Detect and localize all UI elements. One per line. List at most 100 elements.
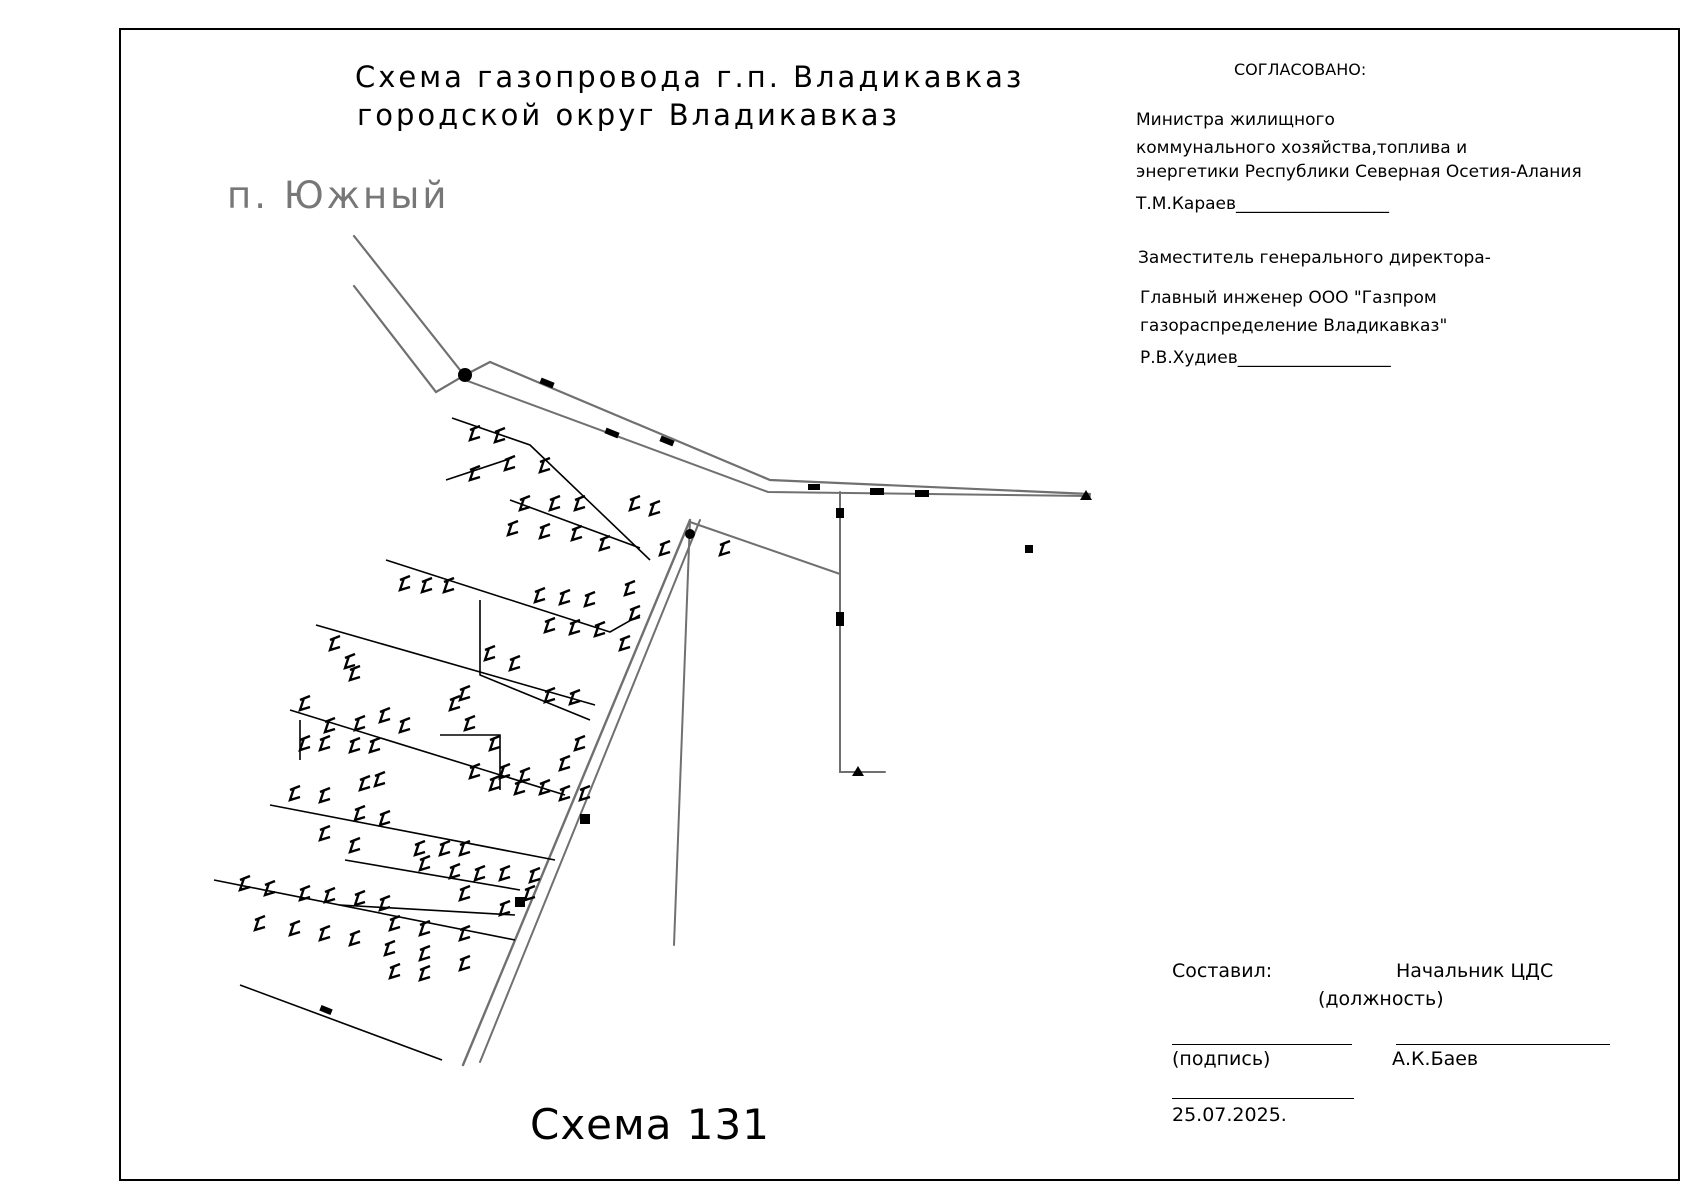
dist-line: [239, 984, 443, 1061]
dist-line: [509, 499, 641, 549]
house-connection-icon: [420, 576, 433, 594]
signature-underline: [1172, 1044, 1352, 1045]
house-connection-icon: [438, 839, 451, 857]
house-connection-icon: [648, 499, 661, 517]
house-connection-icon: [503, 454, 516, 472]
house-connection-icon: [498, 762, 511, 780]
distribution-lines: [213, 417, 651, 1061]
house-connection-icon: [508, 654, 521, 672]
terminal-marker-icon: [852, 766, 864, 776]
house-connection-icon: [353, 804, 366, 822]
chief-engineer-line2: газораспределение Владикавказ": [1140, 316, 1448, 336]
house-connection-icon: [618, 634, 631, 652]
main-pipe-east: [463, 360, 1092, 496]
pipe-fittings: [319, 368, 1092, 1016]
house-connection-icon: [298, 884, 311, 902]
house-connection-icon: [573, 494, 586, 512]
house-connection-icon: [498, 899, 511, 917]
house-connection-icon: [413, 839, 426, 857]
house-connection-icon: [323, 886, 336, 904]
house-connection-icon: [448, 694, 461, 712]
valve-icon: [659, 435, 675, 447]
house-connection-icon: [328, 634, 341, 652]
main-pipe-diagonal: [461, 518, 692, 1067]
house-connection-icon: [353, 889, 366, 907]
house-connection-icon: [398, 716, 411, 734]
branch-long-south: [673, 519, 691, 946]
house-connection-icon: [378, 894, 391, 912]
branch-east-short: [689, 521, 841, 575]
house-connection-icon: [538, 522, 551, 540]
house-connection-icon: [318, 786, 331, 804]
approval-heading: СОГЛАСОВАНО:: [1234, 60, 1367, 79]
house-connection-icon: [348, 929, 361, 947]
dist-line: [213, 879, 516, 941]
house-connection-icon: [298, 694, 311, 712]
chief-engineer-line1: Главный инженер ООО "Газпром: [1140, 288, 1437, 308]
house-connection-icon: [318, 734, 331, 752]
valve-icon: [1025, 545, 1033, 553]
locality-label: п. Южный: [227, 174, 450, 217]
signature-caption: (подпись): [1172, 1048, 1271, 1070]
valve-icon: [870, 488, 884, 495]
dist-line: [445, 457, 513, 481]
house-connection-icon: [398, 574, 411, 592]
valve-icon: [580, 814, 590, 824]
drawing-title-line2: городской округ Владикавказ: [357, 98, 900, 132]
date-value: 25.07.2025.: [1172, 1104, 1287, 1126]
house-connection-icon: [558, 784, 571, 802]
house-connection-icon: [468, 464, 481, 482]
branch-south-east: [839, 491, 886, 773]
house-connection-icon: [378, 706, 391, 724]
house-connection-icon: [348, 836, 361, 854]
dist-line: [289, 709, 566, 796]
house-connection-icon: [483, 644, 496, 662]
house-connection-icon: [658, 539, 671, 557]
house-connection-icon: [558, 754, 571, 772]
house-connection-icon: [383, 939, 396, 957]
house-connection-icon: [368, 736, 381, 754]
dist-line: [440, 734, 501, 790]
house-connection-icon: [343, 652, 356, 670]
minister-line2: коммунального хозяйства,топлива и: [1136, 138, 1468, 158]
regulator-icon: [458, 368, 472, 382]
valve-icon: [515, 897, 525, 907]
date-underline: [1172, 1098, 1354, 1099]
house-connection-icon: [318, 824, 331, 842]
position-value: Начальник ЦДС: [1396, 960, 1554, 982]
house-connection-icon: [518, 494, 531, 512]
house-connection-icon: [458, 684, 471, 702]
house-connection-icon: [442, 576, 455, 594]
chief-engineer-signature-line: Р.В.Худиев__________________: [1140, 348, 1391, 368]
dist-line: [315, 624, 596, 706]
dist-line: [385, 559, 641, 633]
valve-icon: [539, 377, 555, 389]
house-connection-icon: [598, 534, 611, 552]
minister-line3: энергетики Республики Северная Осетия-Ал…: [1136, 162, 1582, 182]
house-connection-icon: [358, 774, 371, 792]
house-connection-icon: [628, 494, 641, 512]
position-caption: (должность): [1318, 988, 1444, 1010]
compiled-by-label: Составил:: [1172, 960, 1273, 982]
drawing-frame: [119, 28, 1680, 1181]
dist-line: [479, 600, 591, 721]
house-connection-icon: [573, 734, 586, 752]
house-connection-icon: [518, 766, 531, 784]
house-connection-icon: [418, 919, 431, 937]
house-connection-icon: [623, 579, 636, 597]
house-connection-icon: [323, 716, 336, 734]
house-connection-icon: [253, 914, 266, 932]
house-connection-icon: [558, 588, 571, 606]
house-connection-icon: [628, 604, 641, 622]
main-pipe-north-1: [352, 234, 466, 377]
valve-icon: [836, 508, 844, 518]
house-connection-icon: [348, 664, 361, 682]
dist-line: [339, 904, 516, 916]
house-connection-icon: [718, 539, 731, 557]
house-connection-icon: [418, 964, 431, 982]
house-connection-icon: [468, 762, 481, 780]
dist-line: [269, 804, 556, 861]
house-connection-icon: [463, 714, 476, 732]
house-connection-icon: [568, 618, 581, 636]
